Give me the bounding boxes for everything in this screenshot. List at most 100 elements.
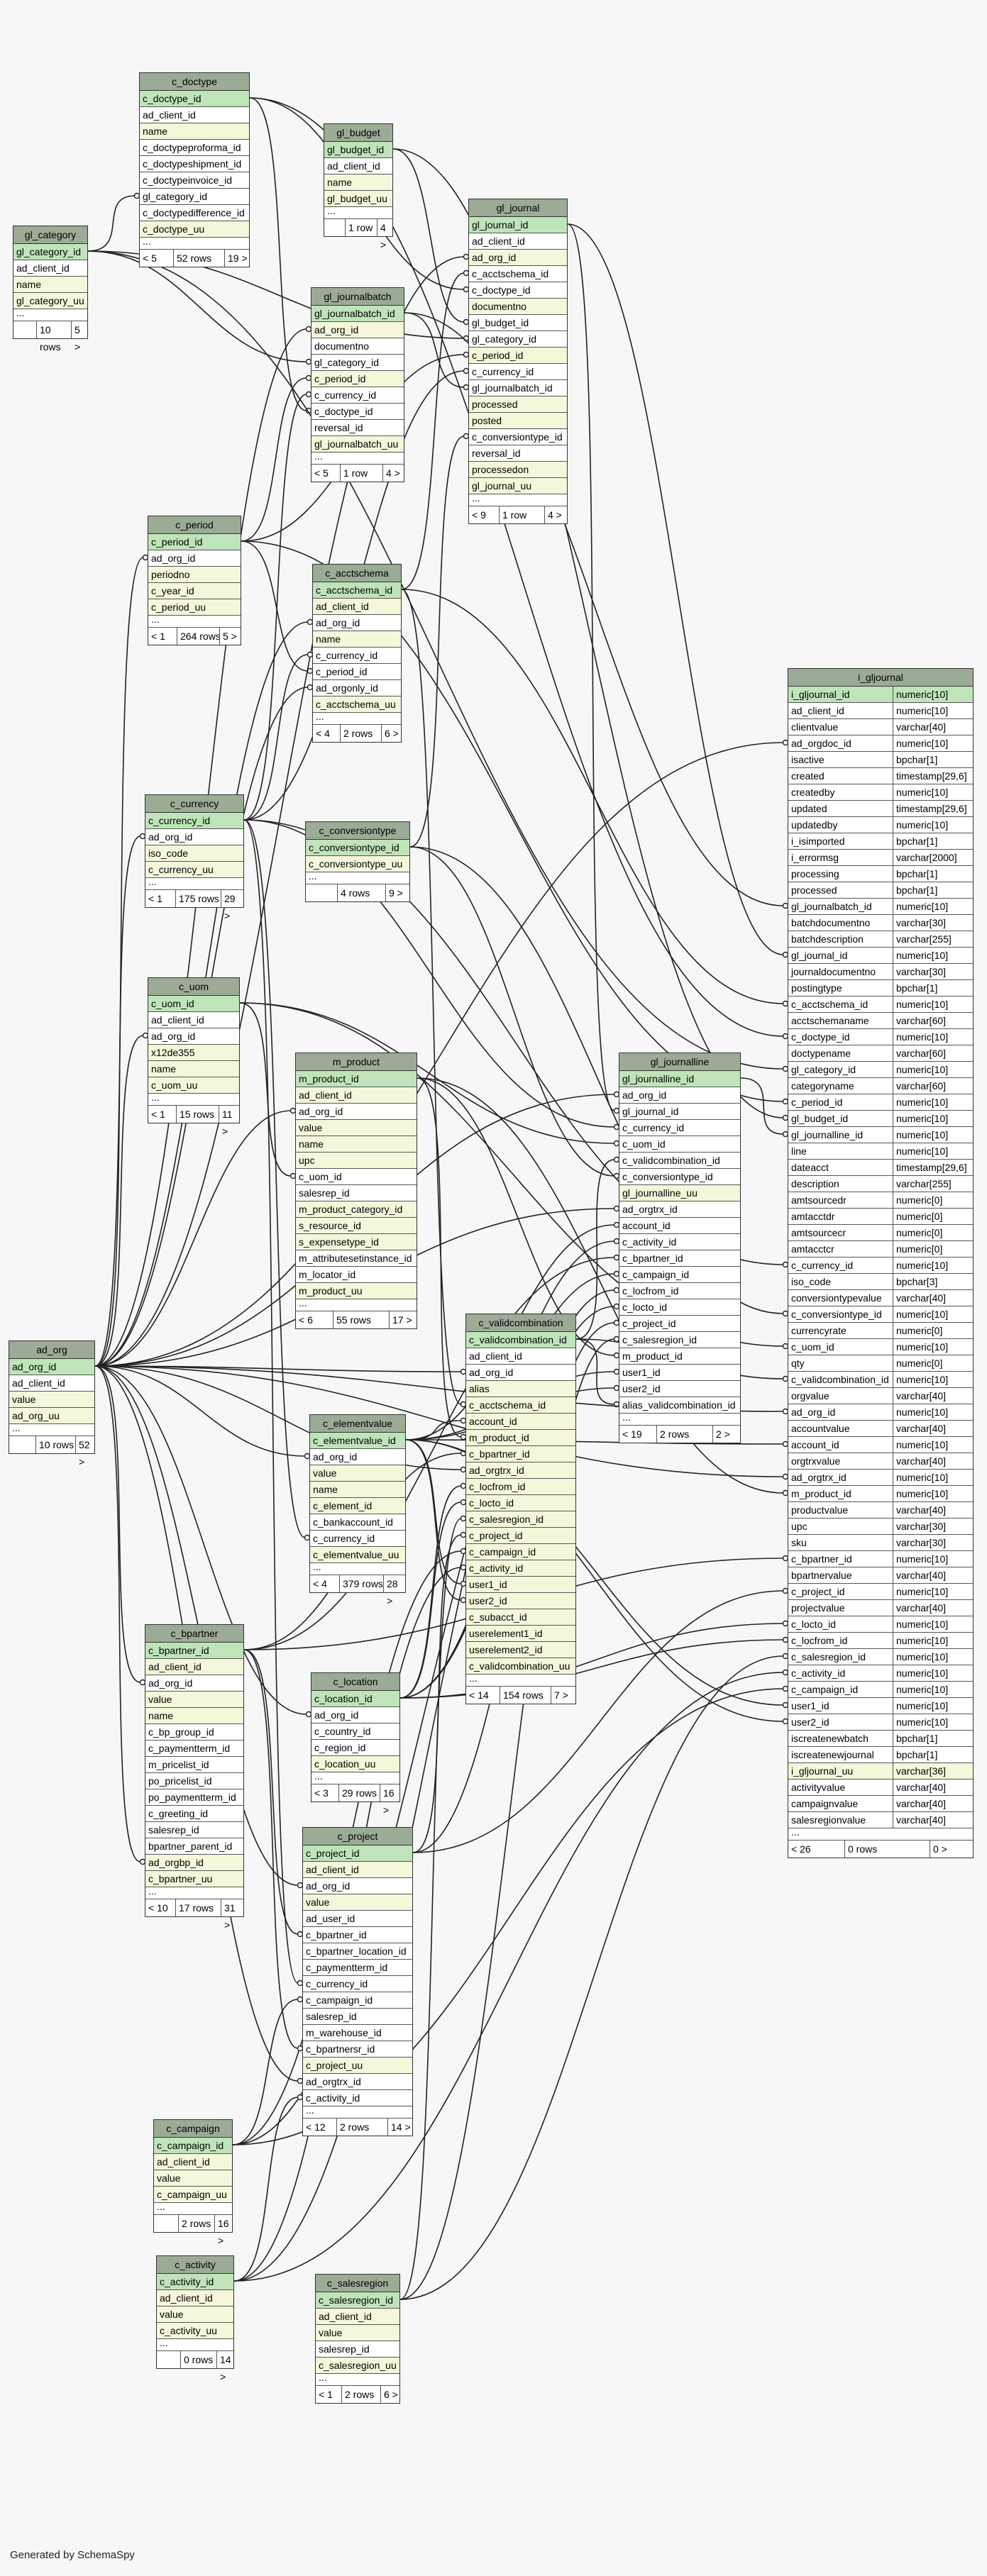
column-name: ad_client_id (319, 2311, 372, 2322)
column-name: name (327, 177, 353, 188)
column-name: ad_orgtrx_id (622, 1204, 678, 1215)
column-type: numeric[10] (893, 735, 948, 751)
relationship-line (94, 1365, 306, 1457)
column-name: upc (791, 1521, 807, 1532)
column-name: user2_id (791, 1716, 829, 1728)
column-name: c_bpartnersr_id (306, 2043, 375, 2055)
column-name: sku (791, 1537, 807, 1548)
table-column: upc (296, 1153, 417, 1169)
relationship-line (87, 195, 136, 252)
table-column: name (324, 174, 392, 191)
row-count: 1 row (340, 465, 385, 482)
column-name: iscreatenewbatch (791, 1733, 869, 1744)
table-column: ad_orgonly_id (313, 680, 401, 696)
column-name: gl_journal_id (622, 1106, 679, 1117)
child-count: 31 > (221, 1899, 243, 1931)
table-column: ad_orgtrx_id (303, 2074, 412, 2090)
child-count: 6 > (380, 2386, 399, 2403)
table-column: c_salesregion_uu (316, 2358, 399, 2374)
child-count: 7 > (551, 1687, 575, 1704)
row-count: 154 rows (500, 1687, 553, 1704)
table-column: c_locto_id (466, 1495, 575, 1511)
table-column: m_product_category_id (296, 1201, 417, 1218)
column-name: iso_code (791, 1276, 832, 1287)
relationship-line (243, 819, 306, 1538)
column-name: c_period_id (791, 1097, 843, 1108)
child-count: 5 > (219, 628, 241, 645)
column-type: numeric[10] (893, 1127, 948, 1143)
parent-count: < 14 (469, 1689, 489, 1701)
table-column: c_salesregion_id (316, 2292, 399, 2309)
column-name: activityvalue (791, 1782, 846, 1793)
table-column: c_conversiontype_uu (306, 856, 409, 872)
column-type: bpchar[1] (893, 882, 937, 898)
column-name: ad_org_id (314, 1709, 359, 1721)
column-name: c_currency_id (314, 389, 377, 401)
column-name: i_isimported (791, 835, 845, 847)
table-column: ad_org_id (148, 550, 241, 567)
table-column: c_doctype_id (469, 282, 567, 299)
column-type: numeric[10] (893, 687, 948, 702)
more-columns-ellipsis: ... (145, 1886, 243, 1899)
row-count: 2 rows (656, 1426, 715, 1443)
more-columns-ellipsis: ... (148, 1092, 239, 1106)
relationship-line (243, 1649, 299, 2049)
table-column: c_period_id (469, 348, 567, 364)
table-column: c_bp_group_id (145, 1724, 243, 1741)
relationship-line (409, 846, 615, 1177)
column-name: c_locfrom_id (791, 1635, 848, 1646)
column-type: numeric[10] (893, 948, 948, 963)
column-name: gl_budget_id (791, 1113, 849, 1124)
column-name: c_paymentterm_id (306, 1962, 388, 1973)
column-name: alias_validcombination_id (622, 1399, 736, 1411)
column-name: user1_id (469, 1579, 507, 1590)
column-name: value (319, 2327, 343, 2338)
column-name: isactive (791, 754, 825, 765)
table-header: c_salesregion (316, 2275, 399, 2292)
parent-count: < 1 (148, 893, 162, 904)
table-column: po_pricelist_id (145, 1773, 243, 1789)
column-name: gl_category_id (143, 191, 208, 202)
table-column: gl_category_id (469, 331, 567, 348)
column-name: account_id (469, 1416, 517, 1427)
column-name: c_conversiontype_id (309, 842, 399, 853)
column-type: numeric[10] (893, 784, 948, 800)
column-type: numeric[10] (893, 1306, 948, 1322)
column-name: c_locto_id (622, 1301, 668, 1313)
child-count: 14 > (216, 2351, 233, 2382)
column-name: ad_user_id (306, 1913, 355, 1924)
table-column: c_bpartner_id (619, 1250, 740, 1267)
column-name: c_paymentterm_id (148, 1743, 231, 1754)
column-name: i_errormsg (791, 852, 839, 863)
column-name: c_salesregion_id (469, 1514, 544, 1525)
table-column: value (9, 1392, 94, 1408)
column-name: categoryname (791, 1080, 854, 1092)
column-name: user1_id (622, 1367, 661, 1378)
table-column: ad_client_id (145, 1659, 243, 1675)
table-column: c_currency_id (145, 813, 243, 829)
column-type: numeric[10] (893, 1633, 948, 1648)
column-name: iscreatenewjournal (791, 1749, 874, 1760)
column-type: bpchar[3] (893, 1274, 937, 1289)
table-column: account_id (466, 1414, 575, 1430)
table-column: gl_journal_uu (469, 478, 567, 494)
column-name: alias (469, 1383, 490, 1394)
parent-count: < 1 (319, 2389, 333, 2400)
column-name: processing (791, 868, 839, 879)
